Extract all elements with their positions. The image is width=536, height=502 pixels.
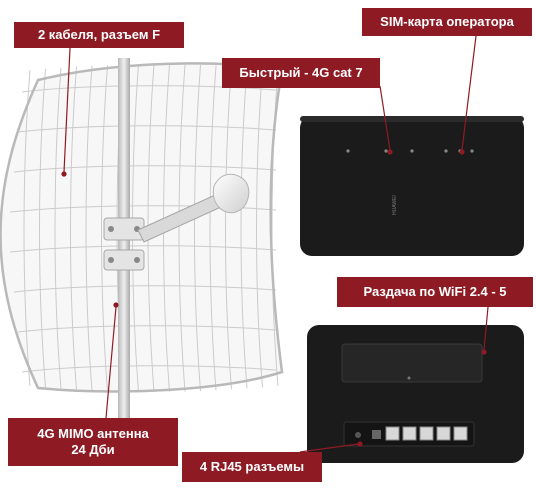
callout-cables: 2 кабеля, разъем F <box>14 22 184 48</box>
callout-wifi-text: Раздача по WiFi 2.4 - 5 <box>363 284 507 299</box>
router-back <box>307 325 524 463</box>
antenna-feed <box>137 173 250 243</box>
callout-speed-text: Быстрый - 4G cat 7 <box>239 65 363 80</box>
callout-lines <box>61 35 489 453</box>
router-brand-logo: HUAWEI <box>392 195 398 215</box>
antenna-bracket <box>103 217 145 271</box>
rj45-port <box>419 426 434 441</box>
rj45-ports <box>385 426 468 441</box>
router-front: HUAWEI <box>300 116 524 256</box>
callout-cables-text: 2 кабеля, разъем F <box>37 27 161 42</box>
callout-speed: Быстрый - 4G cat 7 <box>222 58 380 88</box>
callout-antenna: 4G MIMO антенна 24 Дби <box>8 418 178 466</box>
callout-antenna-line2: 24 Дби <box>71 442 115 457</box>
rj45-port <box>453 426 468 441</box>
callout-rj45: 4 RJ45 разъемы <box>182 452 322 482</box>
callout-rj45-text: 4 RJ45 разъемы <box>199 459 305 474</box>
callout-antenna-line1: 4G MIMO антенна <box>37 426 149 441</box>
rj45-port <box>385 426 400 441</box>
callout-sim-text: SIM-карта оператора <box>380 14 514 29</box>
rj45-port <box>436 426 451 441</box>
callout-sim: SIM-карта оператора <box>362 8 532 36</box>
rj45-port <box>402 426 417 441</box>
callout-wifi: Раздача по WiFi 2.4 - 5 <box>337 277 533 307</box>
